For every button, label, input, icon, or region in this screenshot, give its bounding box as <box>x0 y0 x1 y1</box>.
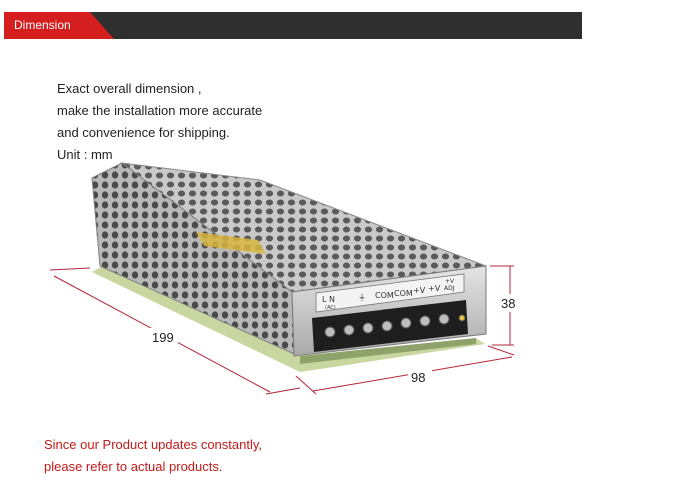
terminal-label: +V <box>445 278 455 285</box>
product-label <box>196 232 266 254</box>
adjust-potentiometer <box>458 314 466 322</box>
section-title: Dimension <box>14 18 71 32</box>
terminal-label: +V <box>413 286 426 295</box>
description-line: Unit : mm <box>57 147 113 162</box>
terminal-label: +V <box>428 284 441 293</box>
description: Exact overall dimension , make the insta… <box>57 78 262 166</box>
terminal-label: COM <box>375 291 394 300</box>
terminal-label: ADJ <box>444 285 455 292</box>
description-line: make the installation more accurate <box>57 103 263 118</box>
terminal-label: (AC) <box>325 305 336 311</box>
note-line: please refer to actual products. <box>44 459 223 474</box>
ground-symbol: ⏚ <box>358 293 366 302</box>
description-line: Exact overall dimension , <box>57 81 202 96</box>
terminal-screws <box>324 313 450 338</box>
dimension-length: 199 <box>152 330 174 345</box>
terminal-label: L N <box>322 295 335 304</box>
dimension-width: 98 <box>411 370 425 385</box>
note-line: Since our Product updates constantly, <box>44 437 262 452</box>
update-note: Since our Product updates constantly, pl… <box>44 434 262 478</box>
terminal-label: COM <box>394 289 413 298</box>
description-line: and convenience for shipping. <box>57 125 230 140</box>
dimension-height: 38 <box>501 296 515 311</box>
terminal-label-strip <box>315 273 465 313</box>
